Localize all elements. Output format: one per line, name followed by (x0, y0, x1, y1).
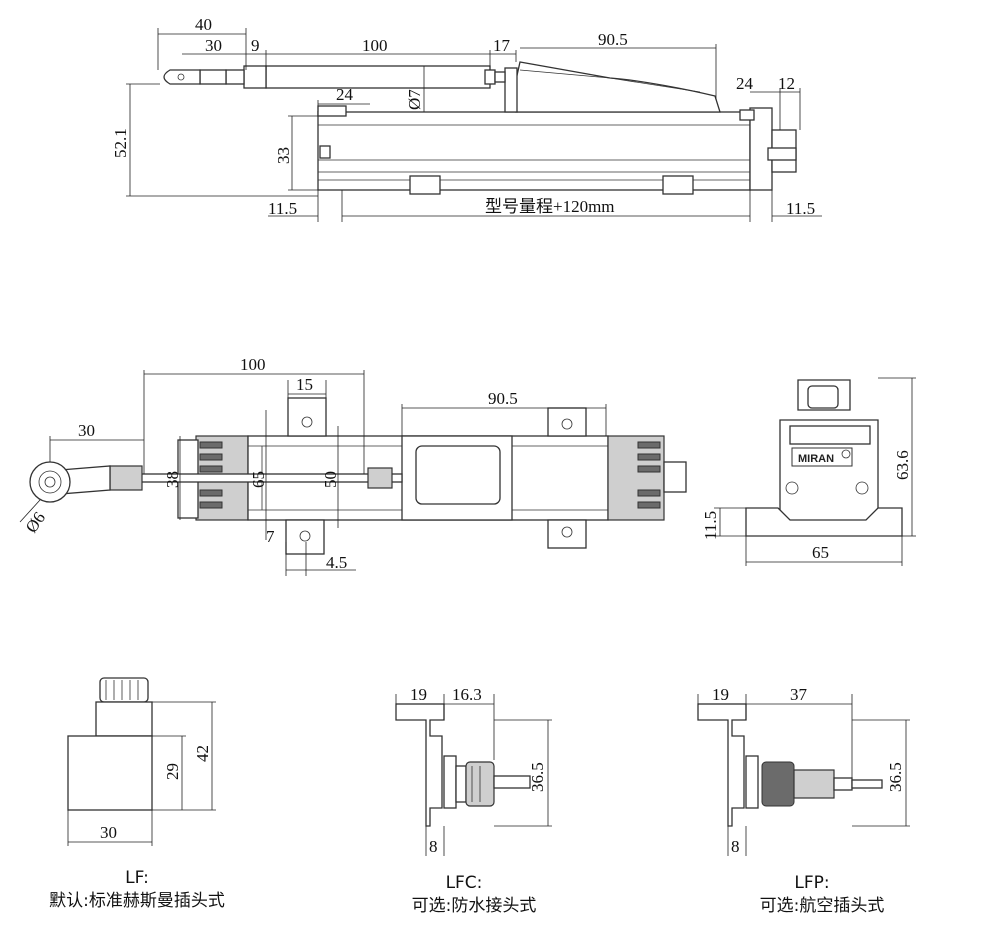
dim-100: 100 (240, 355, 266, 374)
dim-24-right: 24 (736, 74, 754, 93)
lfc-dim-19: 19 (410, 685, 427, 704)
dim-11-5-left: 11.5 (268, 199, 297, 218)
dim-dia-6: Ø6 (22, 508, 49, 536)
top-view: 40 30 9 100 17 90.5 24 Ø7 24 12 52.1 33 … (111, 15, 822, 222)
clip-bottom (285, 519, 325, 555)
dim-65: 65 (812, 543, 829, 562)
lfp-code: LFP: (794, 873, 829, 893)
dim-33: 33 (274, 147, 293, 164)
connector-lfc: 19 16.3 36.5 8 LFC: 可选:防水接头式 (395, 685, 552, 916)
lfc-desc: 可选:防水接头式 (412, 896, 537, 916)
lfp-bracket (697, 703, 747, 827)
dim-50: 50 (321, 471, 340, 488)
dim-17: 17 (493, 36, 511, 55)
dim-11-5-right: 11.5 (786, 199, 815, 218)
mount-clip-left (409, 175, 441, 195)
lfp-dim-37: 37 (790, 685, 808, 704)
dim-40: 40 (195, 15, 212, 34)
dim-65: 65 (249, 471, 268, 488)
dim-100: 100 (362, 36, 388, 55)
lfp-aviation-plug (761, 761, 795, 807)
dim-63-6: 63.6 (893, 450, 912, 480)
dim-30: 30 (78, 421, 95, 440)
lfc-dim-8: 8 (429, 837, 438, 856)
lf-desc: 默认:标准赫斯曼插头式 (49, 891, 225, 911)
lfc-dim-16-3: 16.3 (452, 685, 482, 704)
dim-15: 15 (296, 375, 313, 394)
dim-dia-7: Ø7 (405, 89, 424, 110)
dim-52-1: 52.1 (111, 128, 130, 158)
lf-body (67, 735, 153, 811)
dim-4-5: 4.5 (326, 553, 347, 572)
dim-11-5: 11.5 (701, 511, 720, 540)
dim-90-5: 90.5 (598, 30, 628, 49)
side-view: 100 15 90.5 30 38 65 50 Ø6 7 4.5 (19, 355, 687, 576)
dim-30: 30 (205, 36, 222, 55)
lf-code: LF: (125, 868, 149, 888)
dim-12: 12 (778, 74, 795, 93)
lfp-desc: 可选:航空插头式 (760, 896, 885, 916)
end-view: MIRAN 63.6 11.5 65 (701, 377, 916, 566)
lfp-dim-8: 8 (731, 837, 740, 856)
dim-24-left: 24 (336, 85, 354, 104)
dim-7: 7 (266, 527, 275, 546)
mount-clip-right (662, 175, 694, 195)
end-mount-rail (745, 507, 903, 537)
lf-dim-29: 29 (163, 763, 182, 780)
lfc-dim-36-5: 36.5 (528, 762, 547, 792)
rod-eye-ring (29, 461, 71, 503)
lf-dim-42: 42 (193, 745, 212, 762)
connector-lfp: 19 37 36.5 8 LFP: 可选:航空插头式 (697, 685, 910, 916)
dim-stroke-length: 型号量程+120mm (485, 197, 615, 216)
pull-rod (265, 65, 491, 89)
lf-knob (99, 677, 149, 703)
dim-38: 38 (163, 471, 182, 488)
lfp-dim-36-5: 36.5 (886, 762, 905, 792)
dim-90-5: 90.5 (488, 389, 518, 408)
connector-lf: 42 29 30 LF: 默认:标准赫斯曼插头式 (49, 677, 225, 911)
lfc-bracket (395, 703, 445, 827)
lfp-dim-19: 19 (712, 685, 729, 704)
rod-end-eye (163, 69, 201, 85)
dim-9: 9 (251, 36, 260, 55)
brand-logo: MIRAN (798, 453, 834, 465)
lf-dim-30: 30 (100, 823, 117, 842)
lfc-code: LFC: (446, 873, 483, 893)
slider-carriage (515, 61, 721, 113)
